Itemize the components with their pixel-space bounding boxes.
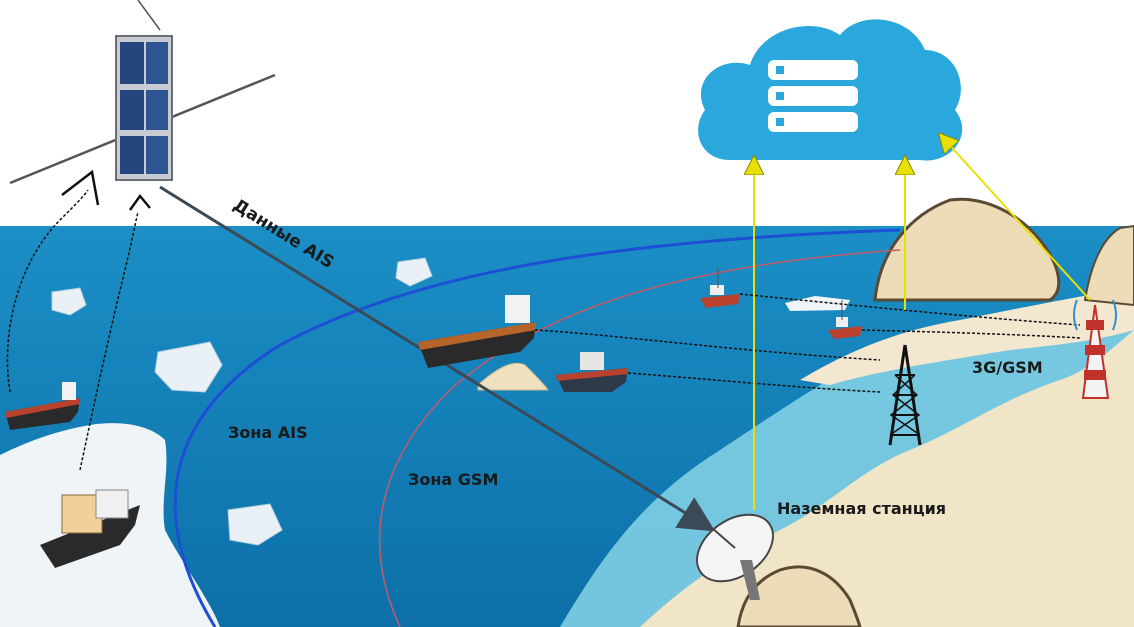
trawler-icon: [556, 352, 628, 392]
sand-islet: [477, 362, 549, 391]
rock-right: [1083, 224, 1134, 307]
cell-tower-red-icon: [1073, 299, 1117, 399]
satellite-dish-icon: [696, 513, 774, 600]
cell-tower-icon: [888, 344, 922, 446]
link-trawler-tower: [627, 372, 881, 393]
antenna-hook-left: [61, 169, 100, 206]
fishing-vessel-icon: [700, 268, 740, 308]
uplink-red-tower-cloud: [945, 140, 1091, 301]
cloud-server-icon: [698, 19, 963, 161]
ais-zone-label: Зона AIS: [228, 423, 308, 442]
icebreaker-icon: [40, 489, 140, 568]
cargo-ship-icon: [418, 295, 536, 368]
antenna-hook-right: [128, 193, 151, 211]
link-fishing2-tower: [861, 329, 1081, 339]
ground-station-label: Наземная станция: [777, 499, 946, 518]
gsm-zone-boundary: [378, 249, 901, 627]
link-ship-satellite-1: [6, 189, 89, 393]
ais-zone-boundary: [173, 228, 901, 627]
rock-cliff: [873, 197, 1061, 302]
fishing-vessel-icon-2: [828, 300, 862, 339]
link-fishing-tower: [739, 293, 1081, 326]
tanker-ship-icon: [5, 382, 80, 430]
ice-floes: [51, 257, 850, 546]
coast-upper: [800, 290, 1134, 385]
gsm-zone-label: Зона GSM: [408, 470, 498, 489]
link-ship-satellite-2: [79, 211, 139, 471]
cell-network-label: 3G/GSM: [972, 358, 1043, 377]
link-cargo-tower: [534, 329, 881, 361]
cubesat-icon: [9, 0, 276, 185]
